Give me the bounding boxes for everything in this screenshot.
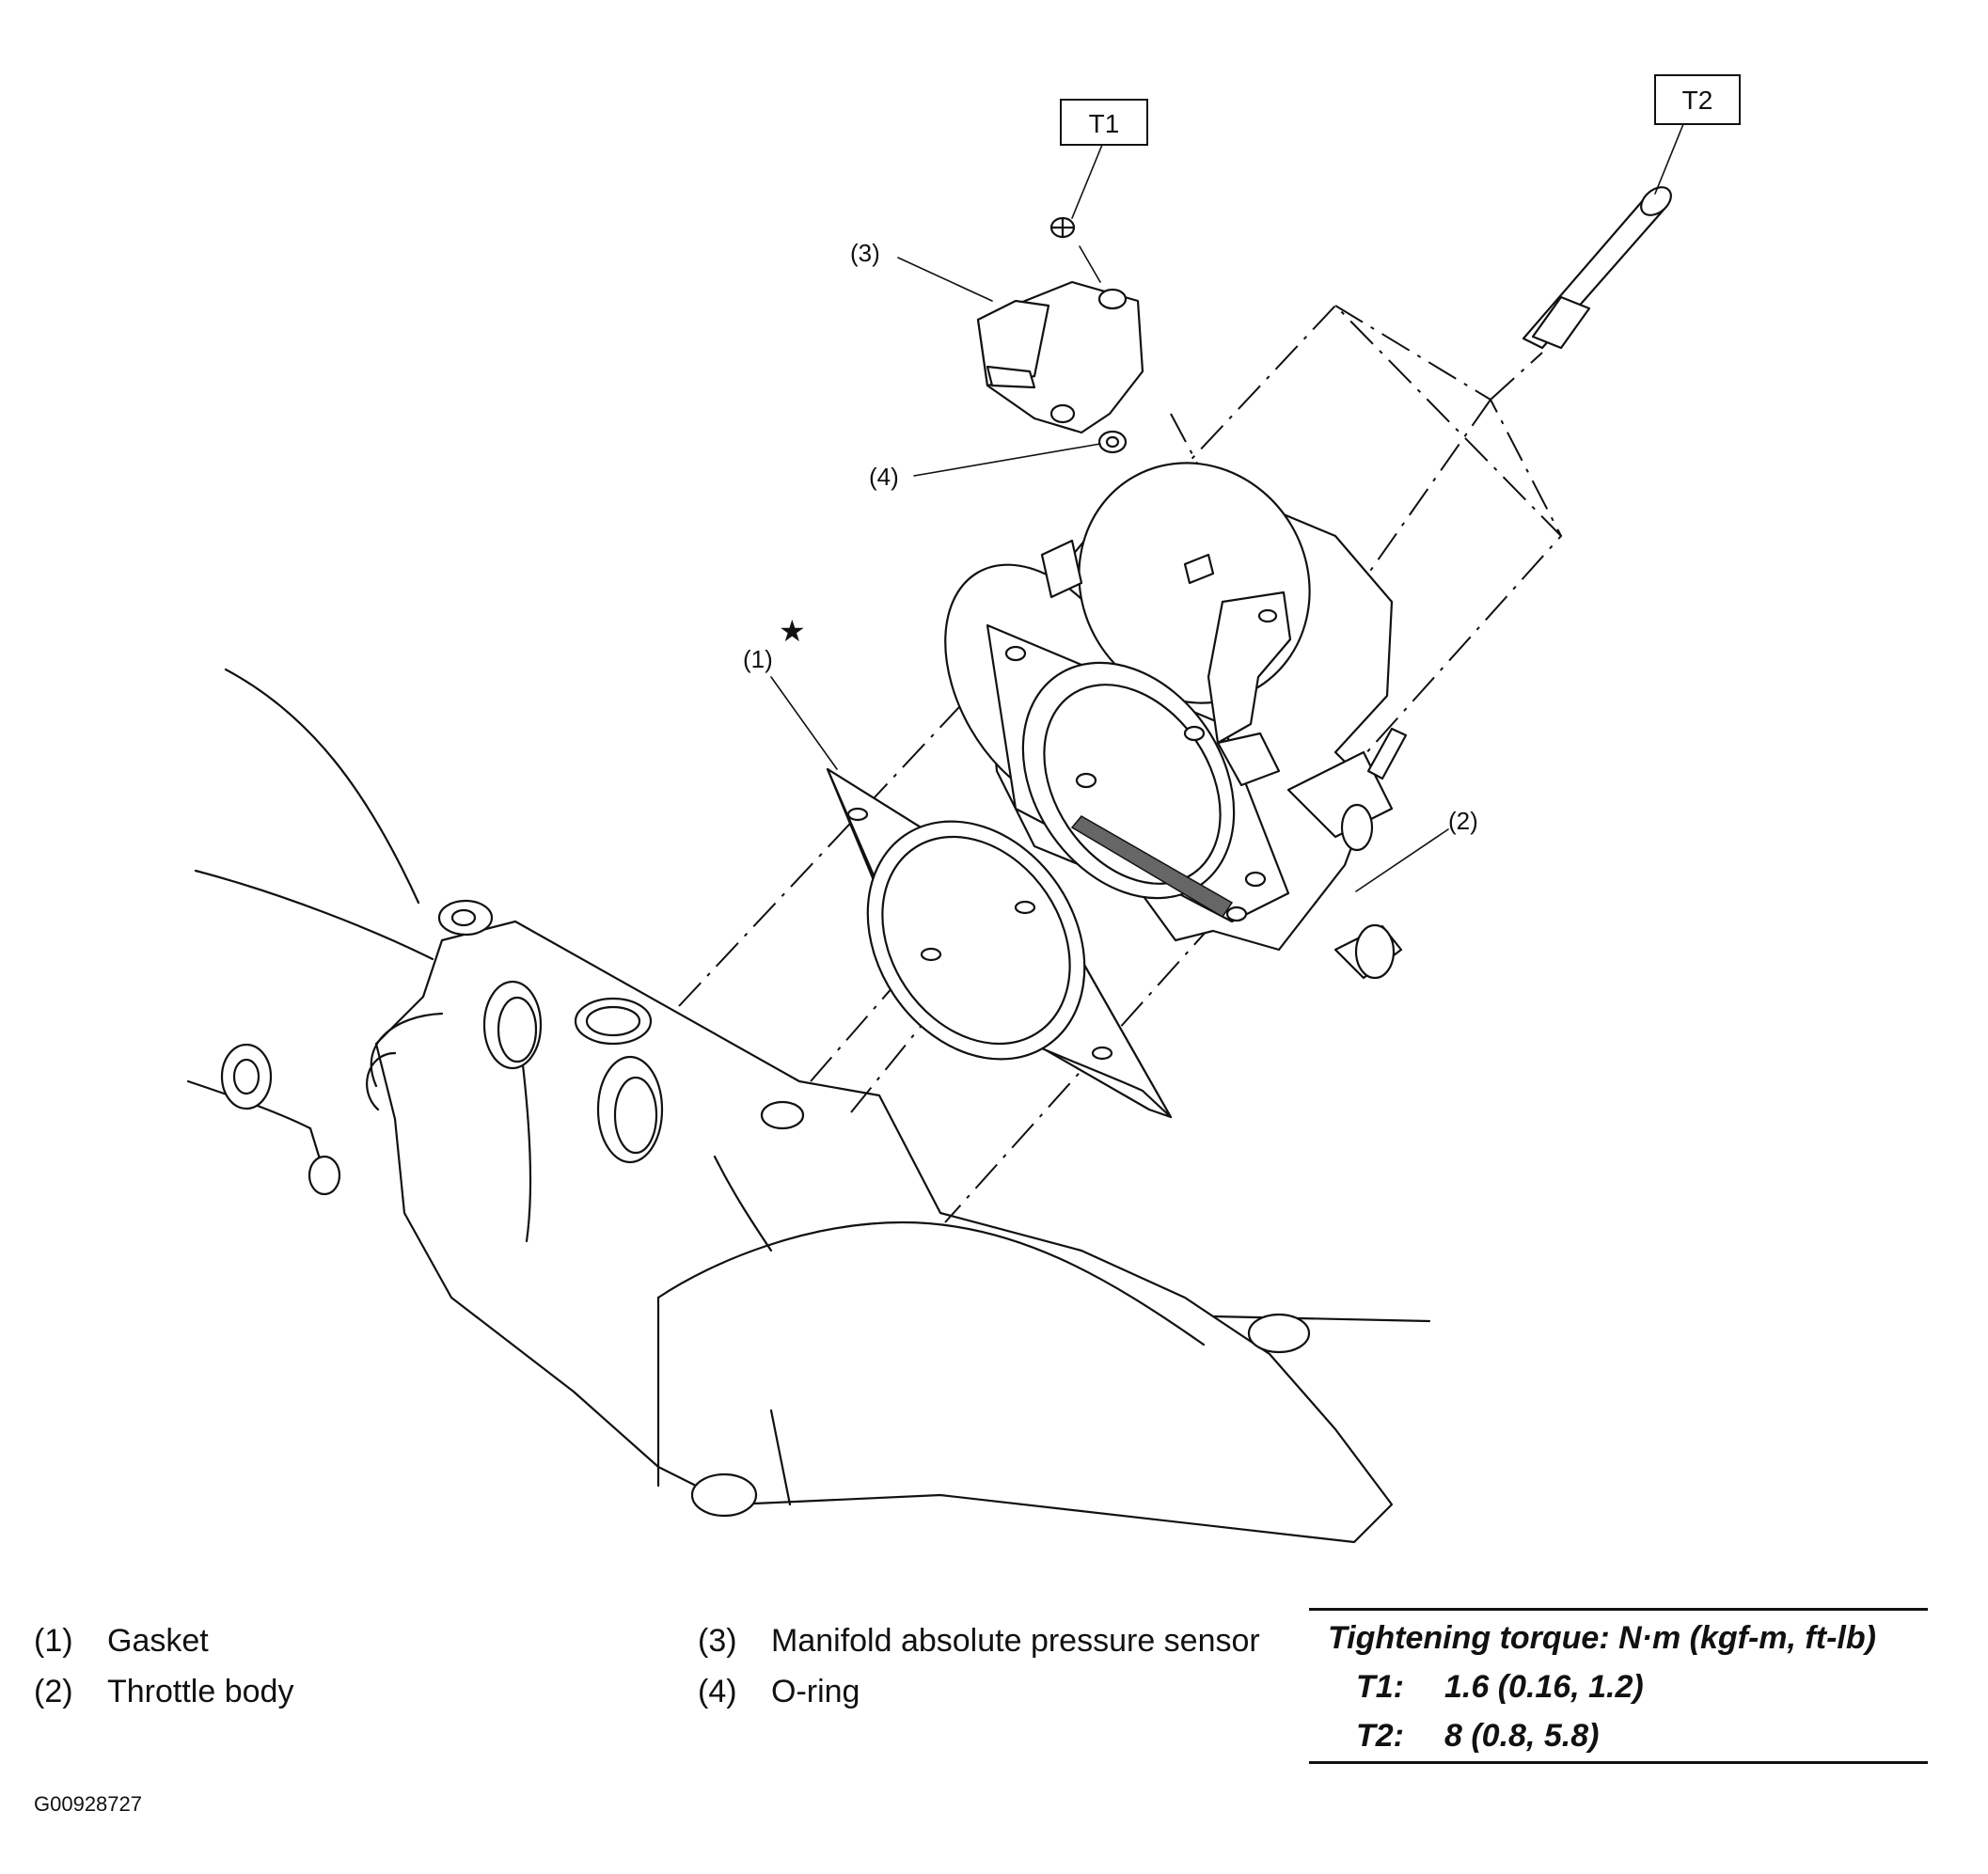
gasket (826, 767, 1173, 1119)
mounting-bolt (1522, 186, 1672, 350)
callout-t1: T1 (1060, 99, 1148, 219)
legend-middle-column: (3) Manifold absolute pressure sensor (4)… (698, 1615, 1260, 1717)
callout-4-label: (4) (869, 463, 899, 491)
torque-value: 8 (0.8, 5.8) (1444, 1718, 1600, 1754)
callout-1: (1) ★ (743, 614, 838, 770)
pressure-sensor (976, 280, 1144, 434)
legend-item-gasket: (1) Gasket (34, 1615, 293, 1666)
torque-key: T2: (1356, 1718, 1404, 1754)
legend-item-o-ring: (4) O-ring (698, 1666, 1260, 1717)
legend-left-column: (1) Gasket (2) Throttle body (34, 1615, 293, 1717)
callout-t2-label: T2 (1682, 86, 1713, 115)
o-ring (1097, 430, 1128, 454)
torque-key: T1: (1356, 1669, 1404, 1705)
torque-title: Tightening torque: N·m (kgf-m, ft-lb) (1328, 1620, 1876, 1656)
callout-t1-label: T1 (1089, 109, 1120, 138)
torque-value: 1.6 (0.16, 1.2) (1444, 1669, 1644, 1705)
legend-item-pressure-sensor: (3) Manifold absolute pressure sensor (698, 1615, 1260, 1666)
callout-4: (4) (869, 443, 1101, 491)
torque-spec-box: Tightening torque: N·m (kgf-m, ft-lb) T1… (1309, 1608, 1928, 1764)
star-mark: ★ (779, 614, 806, 648)
legend-num: (1) (34, 1623, 73, 1659)
callout-t2: T2 (1654, 74, 1741, 195)
torque-row-t1: T1: 1.6 (0.16, 1.2) (1356, 1669, 1644, 1706)
callout-3: (3) (850, 239, 993, 302)
callout-1-label: (1) (743, 645, 773, 673)
legend-num: (4) (698, 1674, 737, 1709)
intake-manifold (186, 668, 1431, 1544)
legend-item-throttle-body: (2) Throttle body (34, 1666, 293, 1717)
callout-3-label: (3) (850, 239, 880, 267)
legend-label: Throttle body (107, 1674, 294, 1709)
callout-2: (2) (1355, 807, 1478, 892)
torque-row-t2: T2: 8 (0.8, 5.8) (1356, 1718, 1599, 1755)
legend-label: O-ring (771, 1674, 860, 1709)
legend-num: (2) (34, 1674, 73, 1709)
legend-num: (3) (698, 1623, 737, 1659)
legend-label: Manifold absolute pressure sensor (771, 1623, 1260, 1659)
legend-label: Gasket (107, 1623, 209, 1659)
sensor-screw (1049, 216, 1101, 283)
callout-2-label: (2) (1448, 807, 1478, 835)
figure-id: G00928727 (34, 1792, 142, 1816)
throttle-body (944, 462, 1408, 980)
